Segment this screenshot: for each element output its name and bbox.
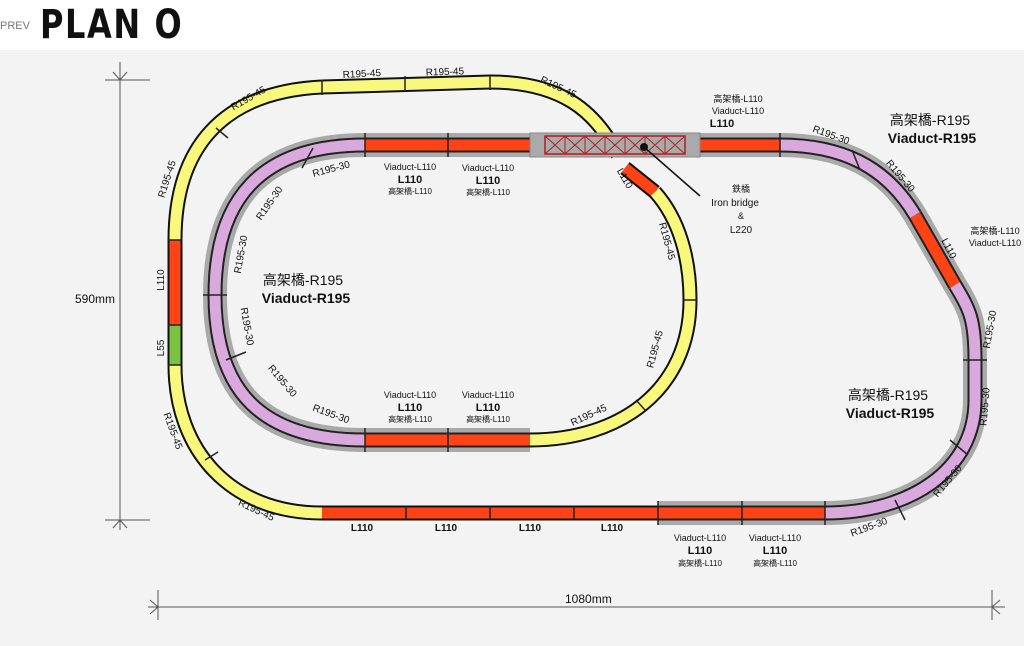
track-piece-label: 高架橋-L110 [388,186,432,196]
height-dimension-label: 590mm [75,292,115,306]
track-piece-label: & [738,211,744,221]
track-piece-label: 高架橋-L110 [678,558,722,568]
track-piece-label: 鉄橋 [732,183,750,194]
track-joints [168,75,987,525]
bridge-callout-line [643,146,701,197]
track-piece-label: L110 [601,523,624,534]
track-straight-l110 [621,163,659,197]
iron-bridge [529,132,701,197]
track-piece-label: R195-30 [978,387,992,427]
prev-link[interactable]: PREV [0,20,30,32]
track-curve-r195-45 [529,188,696,446]
track-piece-label: L110 [519,523,542,534]
track-curve-r195-45 [169,81,323,241]
track-piece-label: 高架橋-L110 [753,558,797,568]
viaduct-track [207,137,983,521]
track-piece-label: 高架橋-L110 [466,187,510,197]
track-piece-label: Iron bridge [711,198,759,209]
track-piece-label: R195-45 [342,68,381,81]
track-piece-label: L110 [398,174,422,186]
page-title: PLAN O [40,2,184,48]
viaduct-bands [202,133,987,525]
track-piece-label: L110 [763,545,787,557]
track-piece-label: R195-30 [311,159,351,180]
track-piece-label: 高架橋-L110 [970,225,1019,236]
track-piece-label: L110 [435,523,458,534]
track-piece-label: 高架橋-L110 [713,93,762,104]
track-piece-label: Viaduct-R195 [888,130,977,146]
track-piece-label: L220 [730,225,753,236]
track-piece-label: R195-30 [233,234,251,274]
header-bar: PREV PLAN O [0,0,1024,50]
track-piece-label: Viaduct-L110 [749,533,801,543]
track-piece-label: 高架橋-R195 [848,387,928,403]
track-piece-label: R195-30 [238,307,256,347]
track-piece-label: R195-30 [311,403,351,427]
track-piece-label: 高架橋-R195 [890,112,970,128]
viaduct-curve-r195-30 [824,282,981,519]
track-piece-label: Viaduct-L110 [384,390,436,400]
track-piece-label: Viaduct-L110 [462,163,514,173]
track-piece-label: L110 [710,118,734,130]
track-piece-label: L110 [476,402,500,414]
track-piece-label: L110 [351,523,374,534]
track-piece-label: Viaduct-L110 [462,390,514,400]
track-piece-label: L110 [156,269,167,291]
track-piece-label: R195-45 [645,329,666,369]
track-curve-r195-45 [169,364,323,519]
track-piece-label: Viaduct-L110 [384,162,436,172]
width-dimension-label: 1080mm [565,592,612,606]
track-piece-label: Viaduct-L110 [969,238,1021,248]
track-piece-label: 高架橋-R195 [263,272,343,288]
track-piece-label: L55 [156,339,167,356]
track-piece-label: R195-45 [426,66,465,78]
track-piece-label: R195-30 [982,309,1000,349]
track-piece-label: Viaduct-L110 [674,533,726,543]
track-piece-label: R195-30 [265,363,298,400]
track-piece-label: L110 [476,175,500,187]
track-piece-label: 高架橋-L110 [466,414,510,424]
track-piece-label: Viaduct-R195 [262,290,351,306]
track-piece-label: Viaduct-L110 [712,106,764,116]
track-piece-label: Viaduct-R195 [846,405,935,421]
track-piece-label: L110 [398,402,422,414]
dimension-lines [105,62,1005,620]
track-piece-label: L110 [688,545,712,557]
track-piece-label: 高架橋-L110 [388,414,432,424]
viaduct-curve-r195-30 [779,139,920,218]
